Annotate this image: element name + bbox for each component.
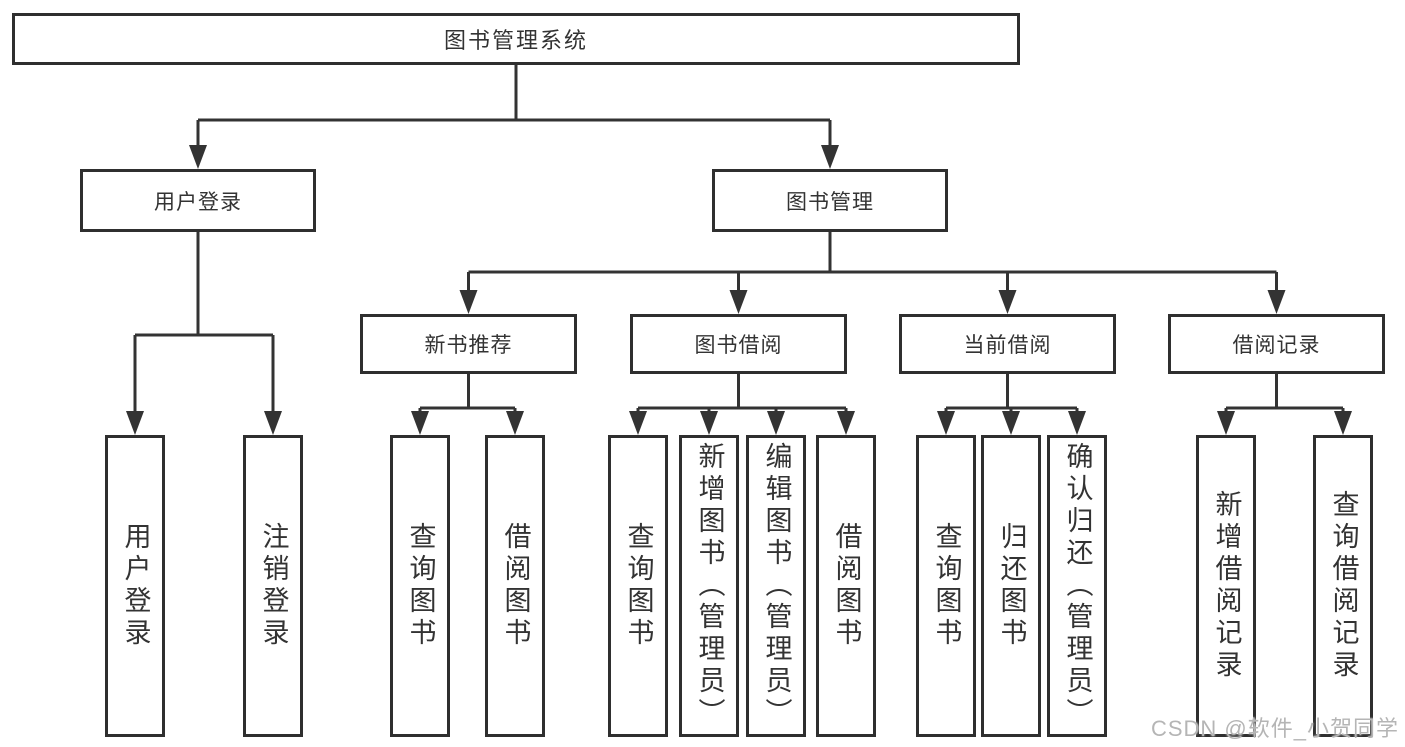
leaf-logout-login: 注销登录 xyxy=(243,435,303,737)
connector-user-login-to-leaves xyxy=(126,232,282,435)
connector-current-borrowing-to-leaves xyxy=(937,374,1086,435)
node-label: 查询图书 xyxy=(405,522,436,650)
node-label: 确认归还（管理员） xyxy=(1062,442,1093,730)
leaf-return-books: 归还图书 xyxy=(981,435,1041,737)
node-label: 查询借阅记录 xyxy=(1328,490,1359,682)
node-label: 用户登录 xyxy=(120,522,151,650)
node-label: 图书借阅 xyxy=(694,334,783,357)
leaf-borrow-books: 借阅图书 xyxy=(816,435,876,737)
leaf-query-books-current: 查询图书 xyxy=(916,435,976,737)
node-label: 当前借阅 xyxy=(963,334,1052,357)
node-book-borrowing: 图书借阅 xyxy=(630,314,847,374)
node-label: 用户登录 xyxy=(154,190,242,214)
node-user-login: 用户登录 xyxy=(80,169,316,232)
leaf-query-books-recommend: 查询图书 xyxy=(390,435,450,737)
leaf-add-borrow-record: 新增借阅记录 xyxy=(1196,435,1256,737)
node-new-book-recommendation: 新书推荐 xyxy=(360,314,577,374)
node-label: 图书管理 xyxy=(786,190,874,214)
node-label: 图书管理系统 xyxy=(443,28,588,53)
connector-book-management-to-level3 xyxy=(459,232,1286,314)
connector-borrowing-records-to-leaves xyxy=(1217,374,1352,435)
node-label: 新增图书（管理员） xyxy=(694,442,725,730)
node-label: 新书推荐 xyxy=(424,334,513,357)
connector-new-book-recommendation-to-leaves xyxy=(411,374,524,435)
node-label: 注销登录 xyxy=(258,522,289,650)
leaf-edit-books-admin: 编辑图书（管理员） xyxy=(746,435,806,737)
leaf-borrow-books-recommend: 借阅图书 xyxy=(485,435,545,737)
node-label: 借阅图书 xyxy=(831,522,862,650)
node-label: 归还图书 xyxy=(996,522,1027,650)
node-borrowing-records: 借阅记录 xyxy=(1168,314,1385,374)
leaf-confirm-return-admin: 确认归还（管理员） xyxy=(1047,435,1107,737)
connector-book-borrowing-to-leaves xyxy=(629,374,855,435)
node-book-management: 图书管理 xyxy=(712,169,948,232)
leaf-user-login: 用户登录 xyxy=(105,435,165,737)
node-label: 查询图书 xyxy=(931,522,962,650)
connector-root-to-level2 xyxy=(189,65,839,169)
leaf-query-borrow-record: 查询借阅记录 xyxy=(1313,435,1373,737)
node-label: 借阅图书 xyxy=(500,522,531,650)
node-label: 新增借阅记录 xyxy=(1211,490,1242,682)
leaf-add-books-admin: 新增图书（管理员） xyxy=(679,435,739,737)
node-label: 查询图书 xyxy=(623,522,654,650)
csdn-watermark: CSDN @软件_小贺同学 xyxy=(1150,716,1399,741)
leaf-query-books-borrowing: 查询图书 xyxy=(608,435,668,737)
node-current-borrowing: 当前借阅 xyxy=(899,314,1116,374)
node-label: 编辑图书（管理员） xyxy=(761,442,792,730)
node-label: 借阅记录 xyxy=(1232,334,1321,357)
node-library-management-system: 图书管理系统 xyxy=(12,13,1020,65)
